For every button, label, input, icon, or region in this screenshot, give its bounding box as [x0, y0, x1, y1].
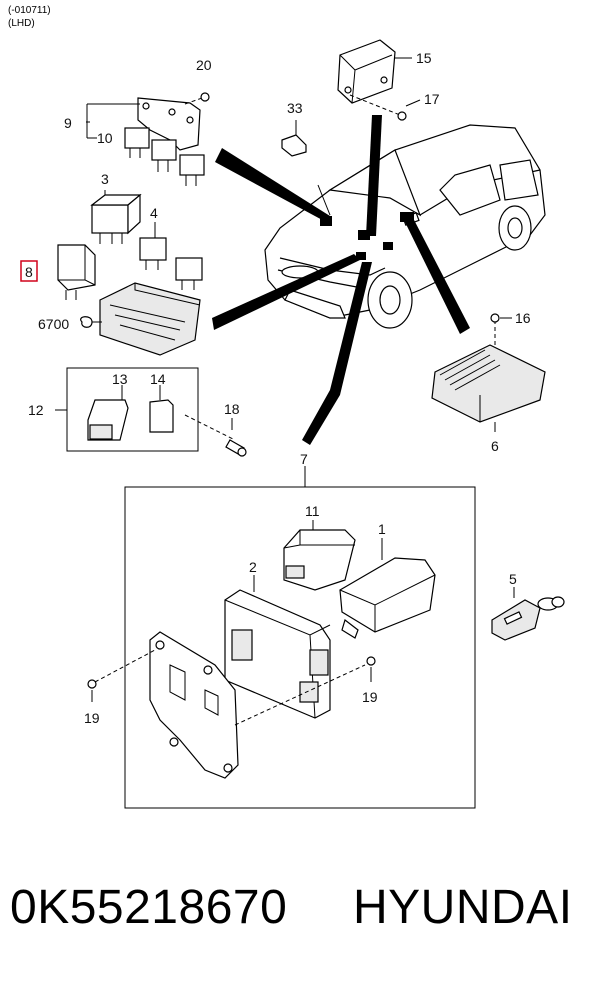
- callout-18: 18: [224, 401, 240, 417]
- remote-key-5: [491, 587, 565, 641]
- van-illustration: [264, 124, 546, 329]
- bolt-18: [225, 418, 247, 457]
- callout-6: 6: [491, 438, 499, 454]
- nut-19-left: [87, 679, 97, 702]
- junction-box-6700: [80, 282, 201, 356]
- detail-box-7: [124, 486, 476, 809]
- diagram-drive-side: (LHD): [8, 18, 35, 29]
- callout-4: 4: [150, 205, 158, 221]
- callout-11: 11: [305, 503, 320, 519]
- relay-bracket: [137, 92, 210, 151]
- callout-8: 8: [25, 264, 33, 280]
- callout-9: 9: [64, 115, 72, 131]
- relay-4: [139, 222, 203, 290]
- callout-1: 1: [378, 521, 386, 537]
- callout-5: 5: [509, 571, 517, 587]
- callout-20: 20: [196, 57, 212, 73]
- srs-module-6: [431, 313, 546, 432]
- relays-10: [124, 127, 205, 186]
- callout-15: 15: [416, 50, 432, 66]
- leader-9: [86, 103, 140, 139]
- callout-7: 7: [300, 451, 308, 467]
- part-number: 0K55218670: [10, 881, 288, 934]
- module-11: [283, 520, 356, 591]
- callout-33: 33: [287, 100, 303, 116]
- callout-3: 3: [101, 171, 109, 187]
- group-box-12: [55, 367, 236, 452]
- diagram-revision: (-010711): [8, 5, 51, 16]
- relay-3: [90, 190, 142, 244]
- callout-6700: 6700: [38, 316, 69, 332]
- callout-19-right: 19: [362, 689, 378, 705]
- callout-19-left: 19: [84, 710, 100, 726]
- module-15: [337, 39, 412, 116]
- callout-8-highlight: [20, 260, 38, 282]
- callout-13: 13: [112, 371, 128, 387]
- nut-17: [397, 99, 421, 121]
- module-1: [339, 538, 436, 639]
- callout-17: 17: [424, 91, 440, 107]
- flasher-unit-8: [57, 244, 96, 300]
- mounting-bracket: [94, 631, 366, 779]
- brand-name: HYUNDAI: [353, 881, 573, 934]
- callout-10: 10: [97, 130, 113, 146]
- callout-labels: 20 9 10 3 4 8 6700 15 17 33 16 6 12 13 1…: [20, 50, 531, 726]
- callout-14: 14: [150, 371, 166, 387]
- callout-16: 16: [515, 310, 531, 326]
- callout-12: 12: [28, 402, 44, 418]
- nut-19-right: [366, 656, 376, 682]
- location-pointers: [212, 115, 470, 445]
- bcm-module-2: [224, 575, 331, 719]
- callout-2: 2: [249, 559, 257, 575]
- sensor-33: [281, 120, 307, 157]
